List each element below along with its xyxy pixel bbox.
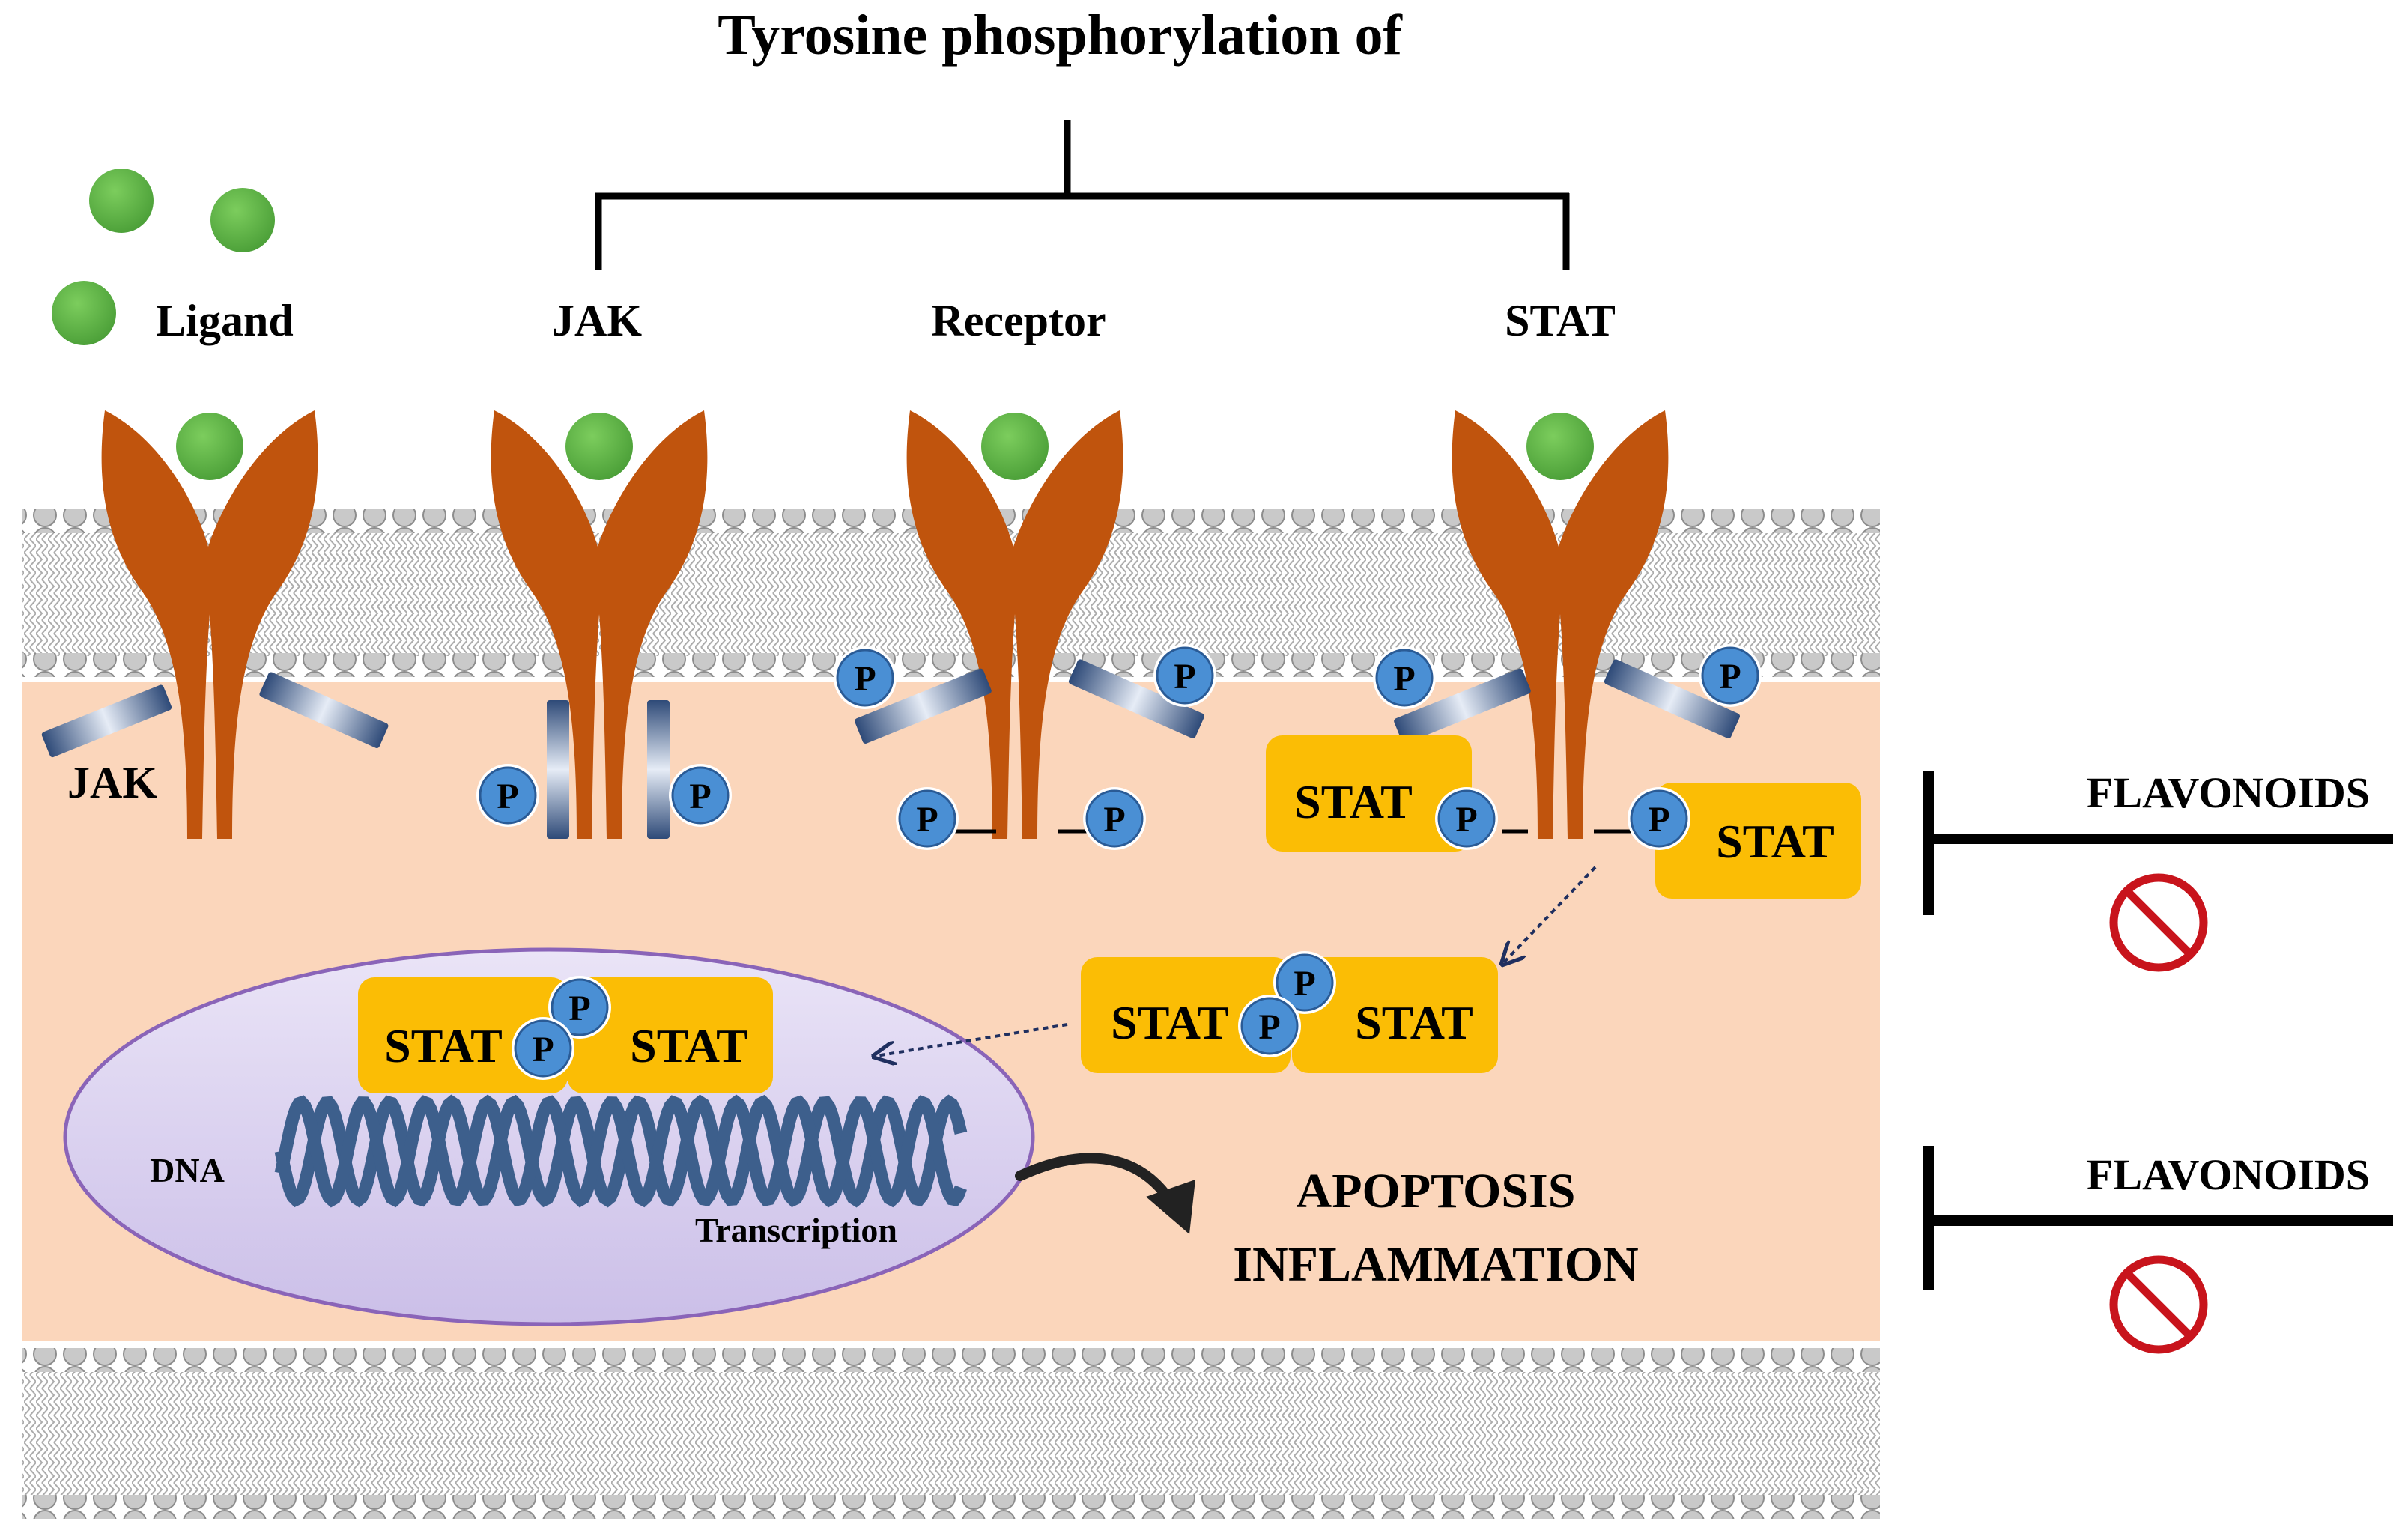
dna-strand bbox=[274, 1094, 967, 1208]
title-bracket bbox=[595, 120, 1570, 270]
receptor-dimer bbox=[906, 410, 1123, 839]
phosphate-label: P bbox=[854, 659, 876, 699]
ligand-molecule bbox=[210, 188, 275, 252]
transcription-output-arrowhead bbox=[1146, 1180, 1195, 1234]
phosphate-group: P bbox=[1153, 644, 1216, 707]
phosphate-group: P bbox=[896, 787, 959, 850]
diagram-title: Tyrosine phosphorylation of bbox=[718, 4, 1403, 67]
lower-membrane bbox=[22, 1348, 1880, 1519]
phosphate-label: P bbox=[1258, 1007, 1280, 1047]
stat-box bbox=[1081, 957, 1291, 1073]
phosphate-group: P bbox=[1699, 644, 1762, 707]
phosphate-group: P bbox=[512, 1017, 574, 1080]
jak-kinase-bar bbox=[1604, 659, 1740, 738]
ligand-molecule bbox=[52, 281, 116, 345]
phosphate-group: P bbox=[834, 646, 897, 709]
phosphate-label: P bbox=[1719, 657, 1741, 696]
stage2-jak bbox=[547, 700, 670, 839]
receptors bbox=[101, 410, 1669, 839]
stat-box bbox=[1266, 735, 1472, 852]
jak-kinase-bar bbox=[647, 700, 670, 839]
jak-kinase-bar bbox=[1394, 668, 1531, 744]
stat-box-label: STAT bbox=[630, 1019, 748, 1072]
receptor-dimer bbox=[1452, 410, 1669, 839]
ligand-molecule bbox=[89, 169, 154, 233]
stage4-jak bbox=[1394, 659, 1740, 834]
phosphate-label: P bbox=[1294, 964, 1315, 1004]
phosphate-group: P bbox=[548, 976, 611, 1039]
phosphate-group: P bbox=[1373, 646, 1436, 709]
stat-box-label: STAT bbox=[1716, 815, 1834, 868]
phosphate-group: P bbox=[1273, 951, 1336, 1014]
jak-below-label: JAK bbox=[67, 758, 157, 807]
stat-box bbox=[567, 977, 773, 1093]
stage3-jak bbox=[855, 659, 1204, 834]
stat-label: STAT bbox=[1505, 296, 1616, 345]
prohibition-icon bbox=[2109, 873, 2208, 972]
inhibitor-flavonoids: FLAVONOIDS bbox=[1923, 1146, 2393, 1354]
stat-box bbox=[1655, 783, 1861, 899]
bound-ligand bbox=[176, 413, 243, 480]
jak-kinase-bar bbox=[259, 672, 389, 748]
receptor-dimer bbox=[491, 410, 708, 839]
flavonoids-label: FLAVONOIDS bbox=[2087, 1150, 2370, 1199]
ligand-label: Ligand bbox=[156, 296, 293, 345]
jak-kinase-bar bbox=[41, 684, 172, 758]
receptor-label: Receptor bbox=[931, 296, 1106, 345]
jak-kinase-bar bbox=[1068, 659, 1204, 738]
stat-box bbox=[358, 977, 568, 1093]
inhibitor-flavonoids: FLAVONOIDS bbox=[1923, 768, 2393, 972]
phosphate-label: P bbox=[689, 777, 711, 816]
receptor-dimer bbox=[101, 410, 318, 839]
bound-ligand bbox=[565, 413, 633, 480]
bound-ligand bbox=[1526, 413, 1594, 480]
stat-boxes: STAT STAT STAT STAT STAT STAT bbox=[358, 735, 1861, 1093]
jak-label: JAK bbox=[552, 296, 642, 345]
phosphate-group: P bbox=[1628, 787, 1690, 850]
stat-box-label: STAT bbox=[1294, 775, 1413, 828]
phosphate-group: P bbox=[1238, 995, 1301, 1057]
phosphate-label: P bbox=[532, 1030, 554, 1069]
phosphate-label: P bbox=[1455, 800, 1477, 840]
nucleus bbox=[63, 947, 1035, 1326]
flavonoids-label: FLAVONOIDS bbox=[2087, 768, 2370, 817]
bound-ligand bbox=[981, 413, 1049, 480]
phosphate-label: P bbox=[497, 777, 518, 816]
free-ligands bbox=[52, 169, 275, 345]
nuclear-translocation-arrow bbox=[876, 1023, 1068, 1056]
stage1-jak: JAK bbox=[41, 672, 389, 807]
transcription-label: Transcription bbox=[695, 1211, 897, 1249]
outcome-apoptosis: APOPTOSIS bbox=[1297, 1164, 1576, 1218]
phosphate-label: P bbox=[1174, 657, 1195, 696]
phosphate-label: P bbox=[1648, 800, 1669, 840]
phosphate-group: P bbox=[1083, 787, 1146, 850]
phosphate-label: P bbox=[916, 800, 938, 840]
phosphate-group: P bbox=[669, 764, 732, 827]
stat-box-label: STAT bbox=[1355, 996, 1473, 1049]
dna-strand bbox=[274, 1094, 968, 1208]
outcome-inflammation: INFLAMMATION bbox=[1233, 1237, 1638, 1292]
phosphate-group: P bbox=[476, 764, 539, 827]
dna-helix bbox=[274, 1094, 968, 1208]
phosphate-group: P bbox=[1435, 787, 1498, 850]
stat-box-label: STAT bbox=[1111, 996, 1229, 1049]
phosphate-label: P bbox=[1393, 659, 1415, 699]
stat-box-label: STAT bbox=[384, 1019, 503, 1072]
stat-release-arrow bbox=[1504, 866, 1597, 962]
phosphate-label: P bbox=[568, 989, 590, 1028]
stat-box bbox=[1292, 957, 1498, 1073]
phosphate-label: P bbox=[1103, 800, 1125, 840]
flavonoid-inhibitors: FLAVONOIDS FLAVONOIDS bbox=[1923, 768, 2393, 1354]
jak-kinase-bar bbox=[855, 668, 992, 744]
jak-kinase-bar bbox=[547, 700, 569, 839]
prohibition-icon bbox=[2109, 1255, 2208, 1354]
dna-label: DNA bbox=[150, 1151, 225, 1189]
